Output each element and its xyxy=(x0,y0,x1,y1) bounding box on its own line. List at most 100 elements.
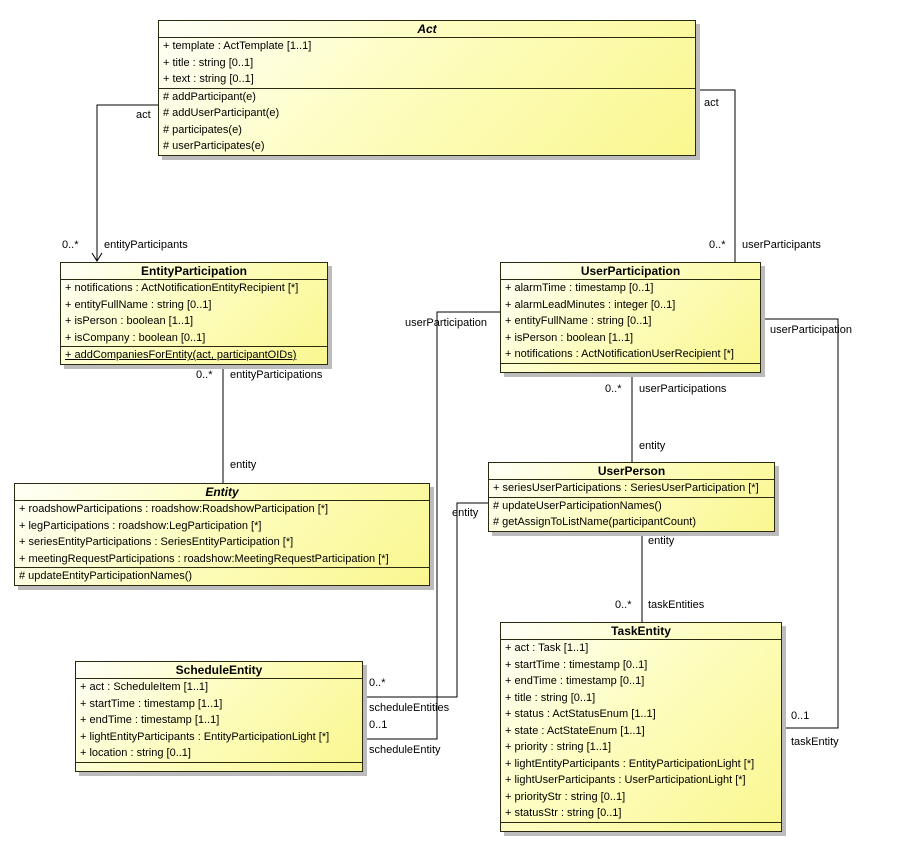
role-label-taskentities: taskEntities xyxy=(648,599,705,611)
role-label-scheduleentities: scheduleEntities xyxy=(369,702,450,714)
class-userparticipation-operations xyxy=(501,362,760,372)
association-userparticipation-scheduleentity xyxy=(363,311,500,740)
class-entityparticipation-title: EntityParticipation xyxy=(61,263,327,280)
class-userperson-title: UserPerson xyxy=(489,463,774,480)
multiplicity-label: 0..* xyxy=(709,239,726,251)
member-row: # userParticipates(e) xyxy=(163,140,265,152)
member-row: + lightEntityParticipants : EntityPartic… xyxy=(80,730,330,743)
class-entity[interactable]: Entity + roadshowParticipations : roadsh… xyxy=(14,483,430,586)
class-userperson[interactable]: UserPerson + seriesUserParticipations : … xyxy=(488,462,775,532)
member-row: + roadshowParticipations : roadshow:Road… xyxy=(19,503,329,515)
role-label-entity: entity xyxy=(452,507,479,519)
class-act[interactable]: Act + template : ActTemplate [1..1] + tit… xyxy=(158,20,696,156)
class-act-attributes: + template : ActTemplate [1..1] + title :… xyxy=(159,38,695,88)
class-userparticipation-title: UserParticipation xyxy=(501,263,760,280)
class-scheduleentity[interactable]: ScheduleEntity + act : ScheduleItem [1..… xyxy=(75,661,363,772)
multiplicity-label: 0..* xyxy=(62,239,79,251)
class-taskentity-attributes: + act : Task [1..1] + startTime : timesta… xyxy=(501,640,781,822)
multiplicity-label: 0..* xyxy=(605,383,622,395)
member-row: + statusStr : string [0..1] xyxy=(505,807,622,819)
member-row: + startTime : timestamp [1..1] xyxy=(80,697,223,710)
role-label-entityparticipations: entityParticipations xyxy=(230,369,323,381)
member-row: + status : ActStatusEnum [1..1] xyxy=(505,708,656,720)
member-row: + entityFullName : string [0..1] xyxy=(505,315,652,327)
class-userperson-attributes: + seriesUserParticipations : SeriesUserP… xyxy=(489,480,774,497)
member-row: # getAssignToListName(participantCount) xyxy=(493,516,696,528)
member-row: + priority : string [1..1] xyxy=(505,741,612,753)
class-scheduleentity-attributes: + act : ScheduleItem [1..1] + startTime :… xyxy=(76,679,362,762)
member-row: + location : string [0..1] xyxy=(80,747,191,759)
member-row: + meetingRequestParticipations : roadsho… xyxy=(19,552,389,565)
class-scheduleentity-title: ScheduleEntity xyxy=(76,662,362,679)
member-row: + act : Task [1..1] xyxy=(505,642,589,654)
member-row: + text : string [0..1] xyxy=(163,73,254,85)
role-label-act: act xyxy=(704,97,719,109)
member-row: + isPerson : boolean [1..1] xyxy=(505,331,634,344)
class-entityparticipation[interactable]: EntityParticipation + notifications : Ac… xyxy=(60,262,328,365)
member-row: # updateEntityParticipationNames() xyxy=(19,570,193,582)
member-row: # updateUserParticipationNames() xyxy=(493,499,662,512)
multiplicity-label: 0..* xyxy=(615,599,632,611)
class-scheduleentity-operations xyxy=(76,761,362,771)
class-userparticipation-attributes: + alarmTime : timestamp [0..1] + alarmLea… xyxy=(501,280,760,363)
class-entity-attributes: + roadshowParticipations : roadshow:Road… xyxy=(15,501,429,567)
role-label-userparticipations: userParticipations xyxy=(639,383,727,395)
class-act-title: Act xyxy=(159,21,695,38)
association-userperson-scheduleentity xyxy=(363,502,488,698)
member-row: + isPerson : boolean [1..1] xyxy=(65,315,194,327)
multiplicity-label: 0..* xyxy=(196,369,213,381)
member-row: + entityFullName : string [0..1] xyxy=(65,298,212,311)
member-row: + title : string [0..1] xyxy=(505,691,596,704)
member-row: + seriesEntityParticipations : SeriesEnt… xyxy=(19,536,294,548)
member-row: + lightUserParticipants : UserParticipat… xyxy=(505,774,746,786)
member-row: + state : ActStateEnum [1..1] xyxy=(505,724,645,737)
role-label-userparticipation: userParticipation xyxy=(770,324,852,336)
class-userparticipation[interactable]: UserParticipation + alarmTime : timestam… xyxy=(500,262,761,373)
member-row: + title : string [0..1] xyxy=(163,56,254,69)
member-row: + act : ScheduleItem [1..1] xyxy=(80,681,209,693)
member-row: + alarmTime : timestamp [0..1] xyxy=(505,282,654,294)
role-label-entity: entity xyxy=(648,535,675,547)
member-row: + alarmLeadMinutes : integer [0..1] xyxy=(505,298,676,311)
class-entity-operations: # updateEntityParticipationNames() xyxy=(15,567,429,585)
class-taskentity-operations xyxy=(501,821,781,831)
role-label-taskentity: taskEntity xyxy=(791,736,839,748)
member-row: # participates(e) xyxy=(163,123,242,136)
association-act-entityparticipation xyxy=(96,104,158,261)
role-label-userparticipation: userParticipation xyxy=(405,317,487,329)
member-row: + notifications : ActNotificationEntityR… xyxy=(65,282,299,294)
class-userperson-operations: # updateUserParticipationNames() # getAss… xyxy=(489,496,774,531)
member-row: + template : ActTemplate [1..1] xyxy=(163,40,312,52)
member-row: + lightEntityParticipants : EntityPartic… xyxy=(505,757,755,770)
member-row: # addUserParticipant(e) xyxy=(163,107,280,119)
class-entity-title: Entity xyxy=(15,484,429,501)
member-row: + endTime : timestamp [0..1] xyxy=(505,675,645,687)
role-label-entityparticipants: entityParticipants xyxy=(104,239,188,251)
member-row: + priorityStr : string [0..1] xyxy=(505,790,626,803)
class-entityparticipation-operations: + addCompaniesForEntity(act, participant… xyxy=(61,346,327,364)
role-label-entity: entity xyxy=(639,440,666,452)
member-row: + isCompany : boolean [0..1] xyxy=(65,331,206,344)
class-act-operations: # addParticipant(e) # addUserParticipant(… xyxy=(159,87,695,155)
role-label-entity: entity xyxy=(230,459,257,471)
role-label-act: act xyxy=(136,109,151,121)
association-userparticipation-taskentity xyxy=(761,318,839,729)
multiplicity-label: 0..1 xyxy=(791,710,810,722)
member-row: + endTime : timestamp [1..1] xyxy=(80,714,220,726)
role-label-scheduleentity: scheduleEntity xyxy=(369,744,441,756)
association-arrowhead-icon xyxy=(91,252,103,262)
member-row: + seriesUserParticipations : SeriesUserP… xyxy=(493,482,759,494)
member-row: + addCompaniesForEntity(act, participant… xyxy=(65,349,297,361)
role-label-userparticipants: userParticipants xyxy=(742,239,821,251)
member-row: + notifications : ActNotificationUserRec… xyxy=(505,348,734,360)
multiplicity-label: 0..1 xyxy=(369,719,388,731)
member-row: + startTime : timestamp [0..1] xyxy=(505,658,648,671)
multiplicity-label: 0..* xyxy=(369,677,386,689)
member-row: # addParticipant(e) xyxy=(163,90,256,103)
member-row: + legParticipations : roadshow:LegPartic… xyxy=(19,519,262,532)
association-act-userparticipation xyxy=(696,89,736,262)
class-taskentity[interactable]: TaskEntity + act : Task [1..1] + startTim… xyxy=(500,622,782,832)
class-taskentity-title: TaskEntity xyxy=(501,623,781,640)
